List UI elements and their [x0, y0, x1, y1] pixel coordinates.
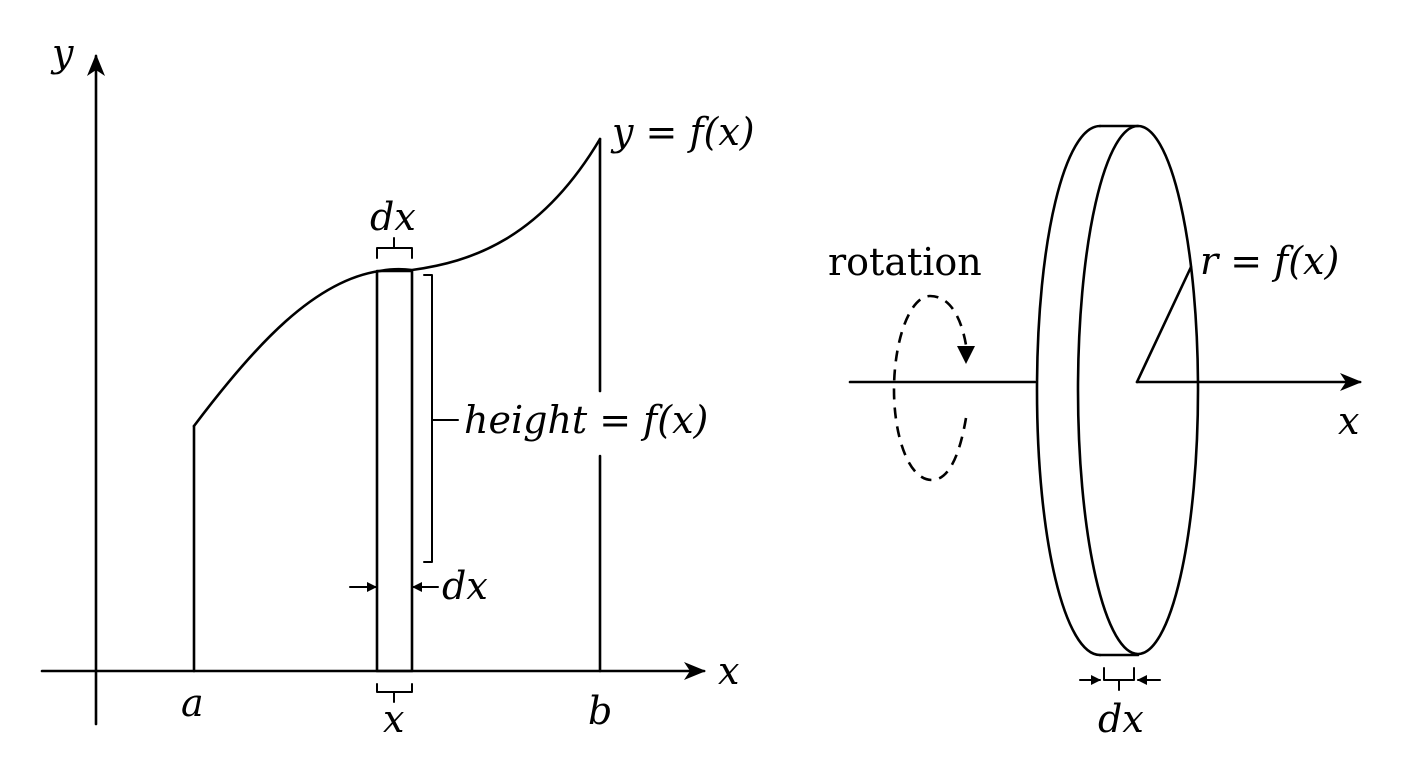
disk-back-edge	[1035, 124, 1102, 657]
y-axis-label: y	[50, 31, 74, 75]
top-brace	[376, 237, 413, 259]
thickness-label: dx	[1098, 697, 1144, 741]
strip-top-width-label: dx	[370, 195, 416, 239]
disk-front-face	[1076, 124, 1200, 656]
rotation-label: rotation	[828, 240, 982, 284]
right-x-axis-label: x	[1338, 399, 1359, 443]
bottom-brace	[376, 683, 413, 703]
thickness-brace	[1103, 667, 1135, 691]
strip-height-label: height = f(x)	[464, 398, 708, 442]
strip-position-label: x	[383, 697, 404, 741]
b-label: b	[588, 689, 612, 733]
height-bracket	[423, 274, 459, 563]
strip-side-width-label: dx	[442, 564, 488, 608]
left-panel: y x y = f(x) a b dx height = f(x) dx x	[40, 31, 755, 741]
rotation-arrowhead	[957, 346, 975, 364]
strip-rectangle	[375, 269, 414, 673]
a-label: a	[181, 681, 204, 725]
curve-f	[192, 137, 602, 428]
curve-label: y = f(x)	[610, 110, 755, 154]
x-axis-label: x	[718, 649, 739, 693]
rotation-dashed-path	[892, 294, 968, 482]
radius-label: r = f(x)	[1200, 239, 1339, 283]
radius-line	[1135, 265, 1193, 384]
right-panel: r = f(x) x rotation dx	[828, 124, 1362, 741]
